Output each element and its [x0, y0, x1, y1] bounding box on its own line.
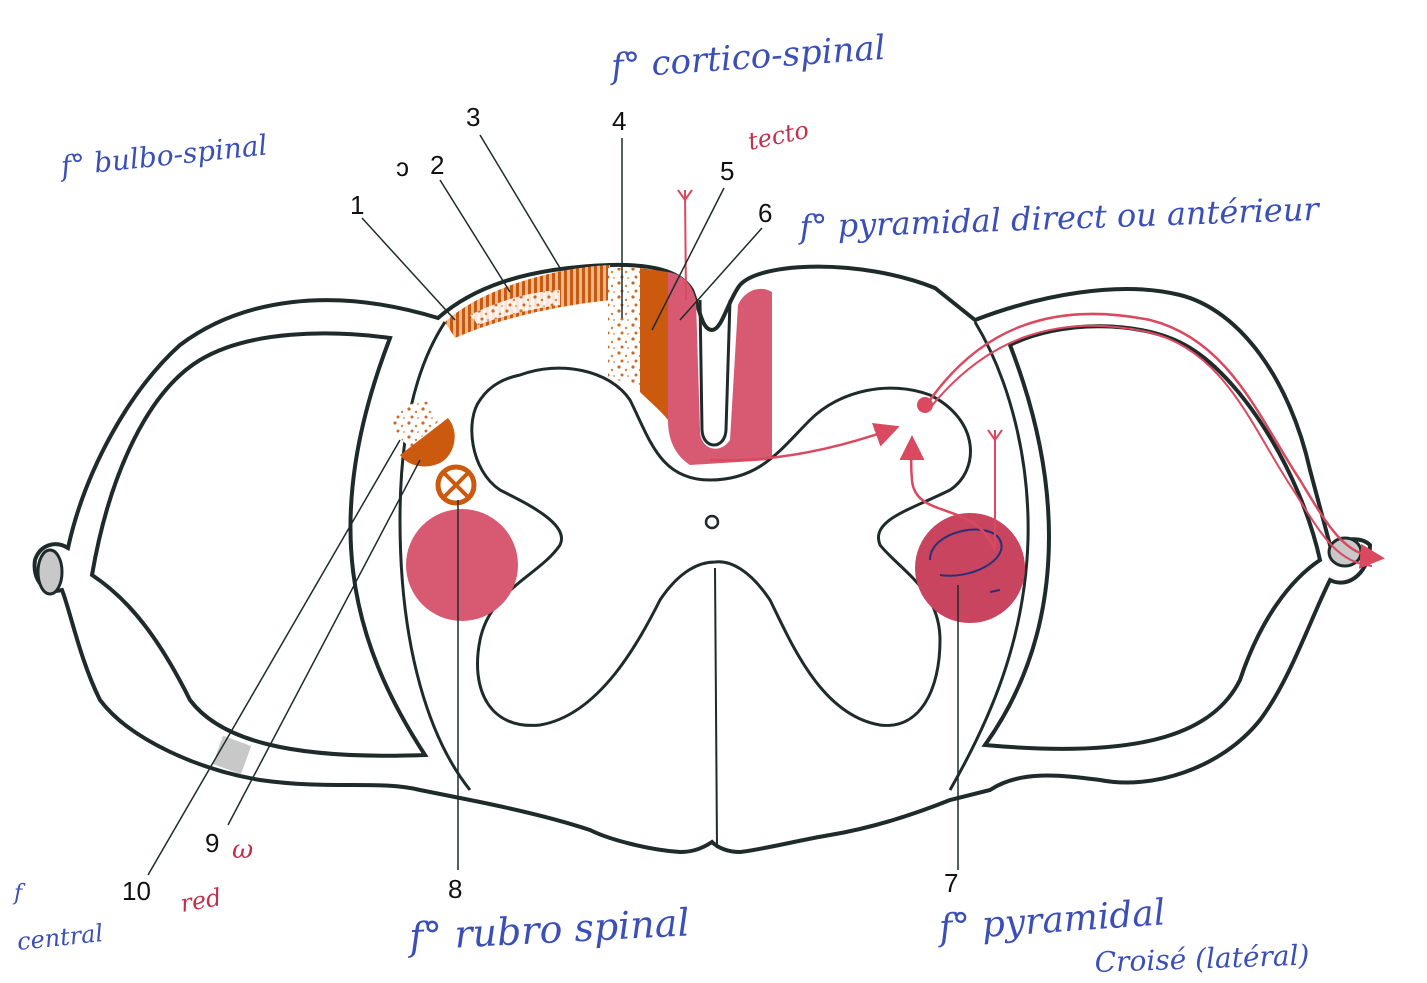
label-2: 2 — [430, 150, 444, 180]
note-bottom-left-1: f — [12, 881, 26, 906]
tract-8-crossed-circle — [438, 467, 474, 503]
note-top-right: f° cortico-spinal — [607, 28, 887, 87]
label-1: 1 — [350, 190, 364, 220]
tract-7-lateral-pyramidal — [915, 513, 1025, 623]
note-9: ω — [232, 835, 253, 865]
note-near-2: ɔ — [396, 152, 409, 182]
note-pyramidal-croise-2: Croisé (latéral) — [1094, 939, 1310, 979]
tract-4-speckled — [608, 268, 640, 385]
label-3: 3 — [466, 102, 480, 132]
note-rubro-spinal: f° rubro spinal — [405, 900, 690, 959]
label-6: 6 — [758, 198, 772, 228]
note-near-5: tecto — [745, 116, 811, 156]
label-5: 5 — [720, 156, 734, 186]
label-10: 10 — [122, 876, 151, 906]
label-4: 4 — [612, 106, 626, 136]
label-9: 9 — [205, 828, 219, 858]
note-pyramidal-direct: f° pyramidal direct ou antérieur — [797, 190, 1321, 246]
note-top-left: f° bulbo-spinal — [57, 128, 269, 183]
label-7: 7 — [944, 868, 958, 898]
note-pyramidal-croise-1: f° pyramidal — [935, 892, 1167, 949]
left-pink-tract — [406, 509, 518, 621]
note-bottom-left-2: central — [16, 919, 105, 956]
label-8: 8 — [448, 874, 462, 904]
note-10: red — [178, 883, 223, 918]
